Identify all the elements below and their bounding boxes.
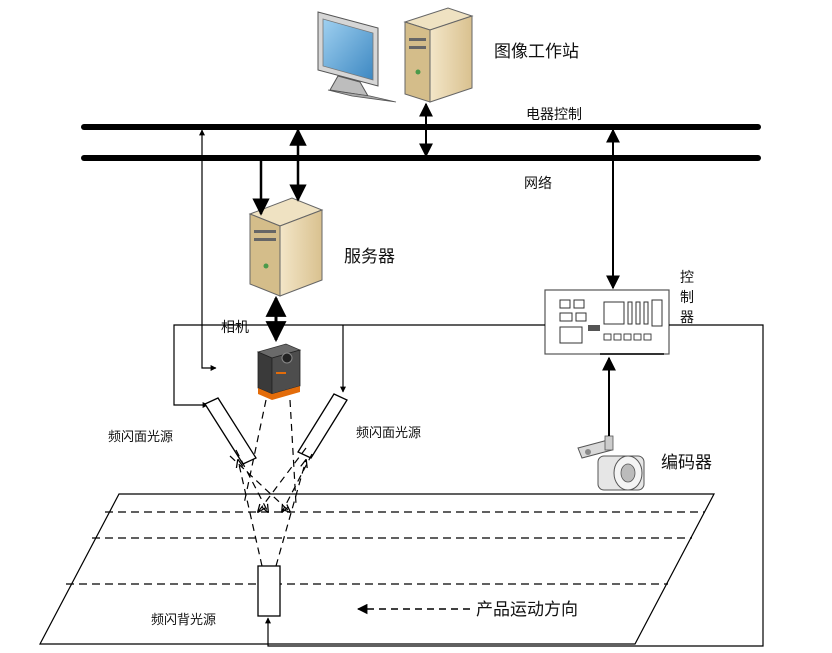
strobe-area-light-left [204,397,257,465]
controller-label-char-2: 制 [680,290,694,306]
monitor-icon [317,11,397,103]
electrical-control-label: 电器控制 [526,107,582,123]
controller-backlight-wire [265,324,764,647]
bus-left-light-wire [199,129,217,371]
server-tower-icon [248,197,324,297]
encoder-icon [577,435,645,491]
product-direction-label: 产品运动方向 [476,600,578,620]
controller-board-icon [544,289,670,355]
network-label: 网络 [524,176,552,192]
controller-label-char-3: 器 [680,310,694,326]
strobe-area-light-right-label: 频闪面光源 [356,426,421,441]
strobe-area-light-left-label: 频闪面光源 [108,430,173,445]
strobe-back-light-label: 频闪背光源 [151,613,216,628]
encoder-label: 编码器 [661,453,712,473]
server-label: 服务器 [344,247,395,267]
camera-label: 相机 [221,320,249,336]
light-rays [229,399,313,567]
camera-icon [256,343,302,400]
workstation-group: 图像工作站 [317,7,579,103]
product-conveyor-plane [39,493,715,645]
workstation-label: 图像工作站 [494,42,579,62]
controller-light-wire-top [173,324,545,408]
controller-label-char-1: 控 [680,270,694,286]
strobe-back-light [257,565,281,617]
workstation-tower-icon [403,7,474,103]
strobe-area-light-right [297,393,348,459]
